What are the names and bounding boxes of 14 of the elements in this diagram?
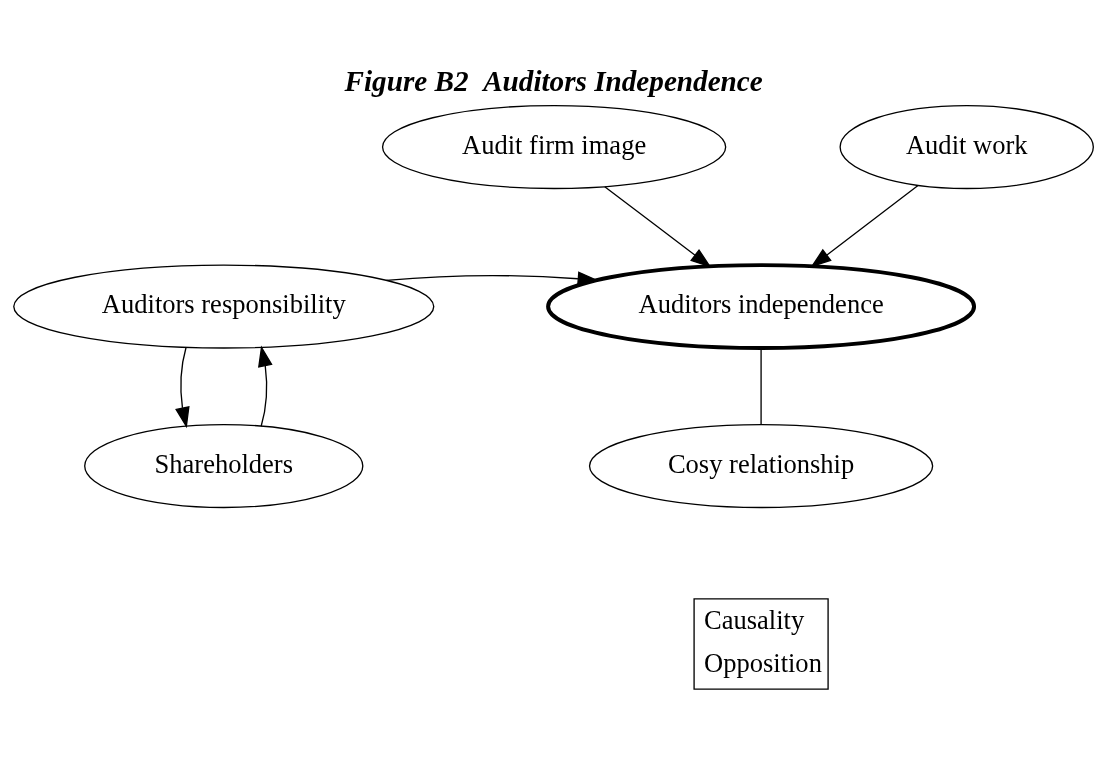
node-ellipse: Audit work — [839, 104, 1094, 190]
node-ellipse: Audit firm image — [381, 104, 727, 190]
legend-label: Opposition — [704, 647, 822, 678]
node-ellipse: Shareholders — [84, 423, 364, 509]
diagram-title: Figure B2 Auditors Independence — [344, 64, 763, 97]
arrow — [258, 345, 273, 427]
arrow — [604, 186, 712, 268]
connector — [760, 347, 762, 425]
node-ellipse: Auditors independence — [546, 263, 977, 350]
arrow — [175, 346, 190, 429]
node-ellipse: Cosy relationship — [588, 423, 934, 509]
legend-label: Causality — [704, 605, 805, 636]
arrow — [810, 184, 919, 268]
node-ellipse: Auditors responsibility — [13, 264, 435, 349]
